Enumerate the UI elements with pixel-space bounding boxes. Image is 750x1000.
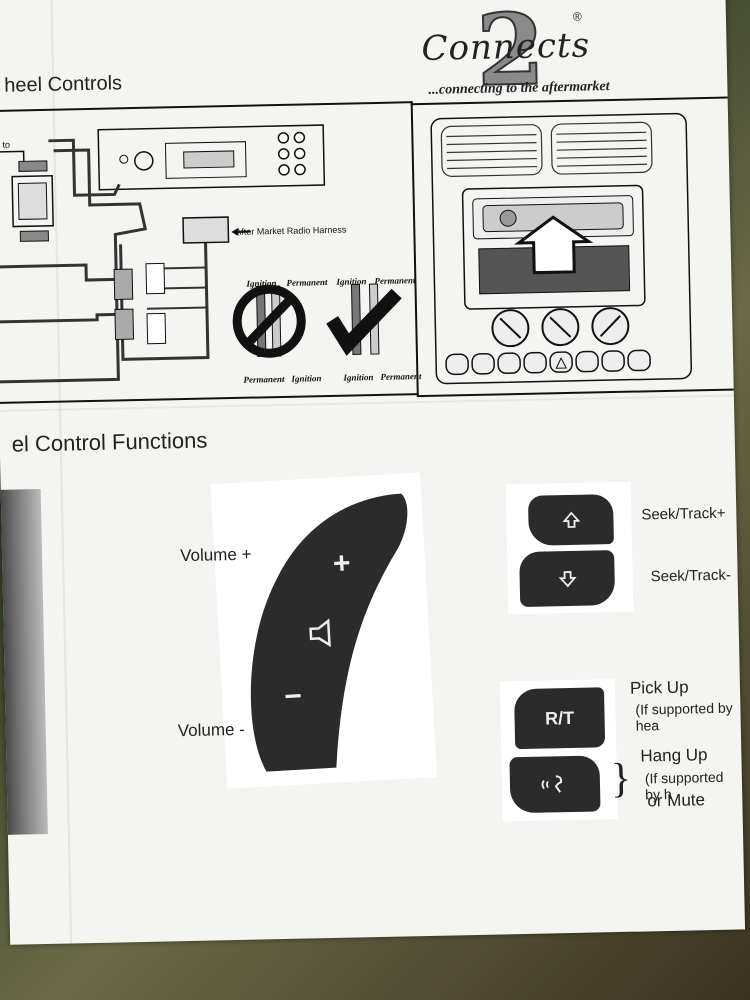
mute-label: or Mute <box>647 790 706 811</box>
volume-up-label: Volume + <box>179 544 252 566</box>
permanent-label: Permanent <box>286 277 328 288</box>
permanent-label: Permanent <box>243 373 285 385</box>
ignition-label: Ignition <box>246 278 277 289</box>
arrow-down-icon <box>558 570 577 587</box>
volume-plus-icon: + <box>332 546 352 581</box>
volume-down-label: Volume - <box>177 719 246 741</box>
wiring-diagram-svg <box>0 124 402 384</box>
phone-voice-icon <box>541 775 563 793</box>
arrow-up-icon <box>561 511 580 528</box>
section-heading: heel Controls <box>3 72 123 97</box>
wiring-diagram: s to After Market Radio Harness Ignition… <box>0 101 422 404</box>
seek-up-label: Seek/Track+ <box>641 504 726 524</box>
permanent-label: Permanent <box>374 275 416 287</box>
speaker-icon <box>306 617 338 654</box>
hangup-label: Hang Up <box>640 745 708 766</box>
seek-down-button <box>519 550 616 608</box>
registered-mark: ® <box>572 9 582 24</box>
logo-wordmark: Connects <box>421 25 591 69</box>
seek-up-button <box>527 494 614 546</box>
pickup-note: (If supported by hea <box>635 699 733 734</box>
section-heading: el Control Functions <box>11 427 208 457</box>
seek-control-photo <box>505 481 634 615</box>
seek-down-label: Seek/Track- <box>650 566 732 586</box>
dashboard-svg <box>430 112 693 385</box>
phone-control-photo: R/T <box>499 679 618 822</box>
diagram-label: s to <box>0 139 11 150</box>
pickup-button: R/T <box>513 687 606 750</box>
volume-control-photo: + − <box>210 472 438 789</box>
steering-wheel-photo <box>0 489 48 836</box>
volume-minus-icon: − <box>283 679 303 714</box>
instruction-sheet: 2 Connects ® ...connecting to the afterm… <box>0 0 746 945</box>
ignition-label: Ignition <box>343 372 374 383</box>
ignition-label: Ignition <box>336 276 367 287</box>
permanent-label: Permanent <box>380 371 422 382</box>
dashboard-diagram <box>410 96 746 398</box>
hangup-button <box>509 755 601 814</box>
ignition-label: Ignition <box>291 373 322 384</box>
pickup-label: Pick Up <box>629 677 689 698</box>
brace-icon: } <box>610 755 632 803</box>
